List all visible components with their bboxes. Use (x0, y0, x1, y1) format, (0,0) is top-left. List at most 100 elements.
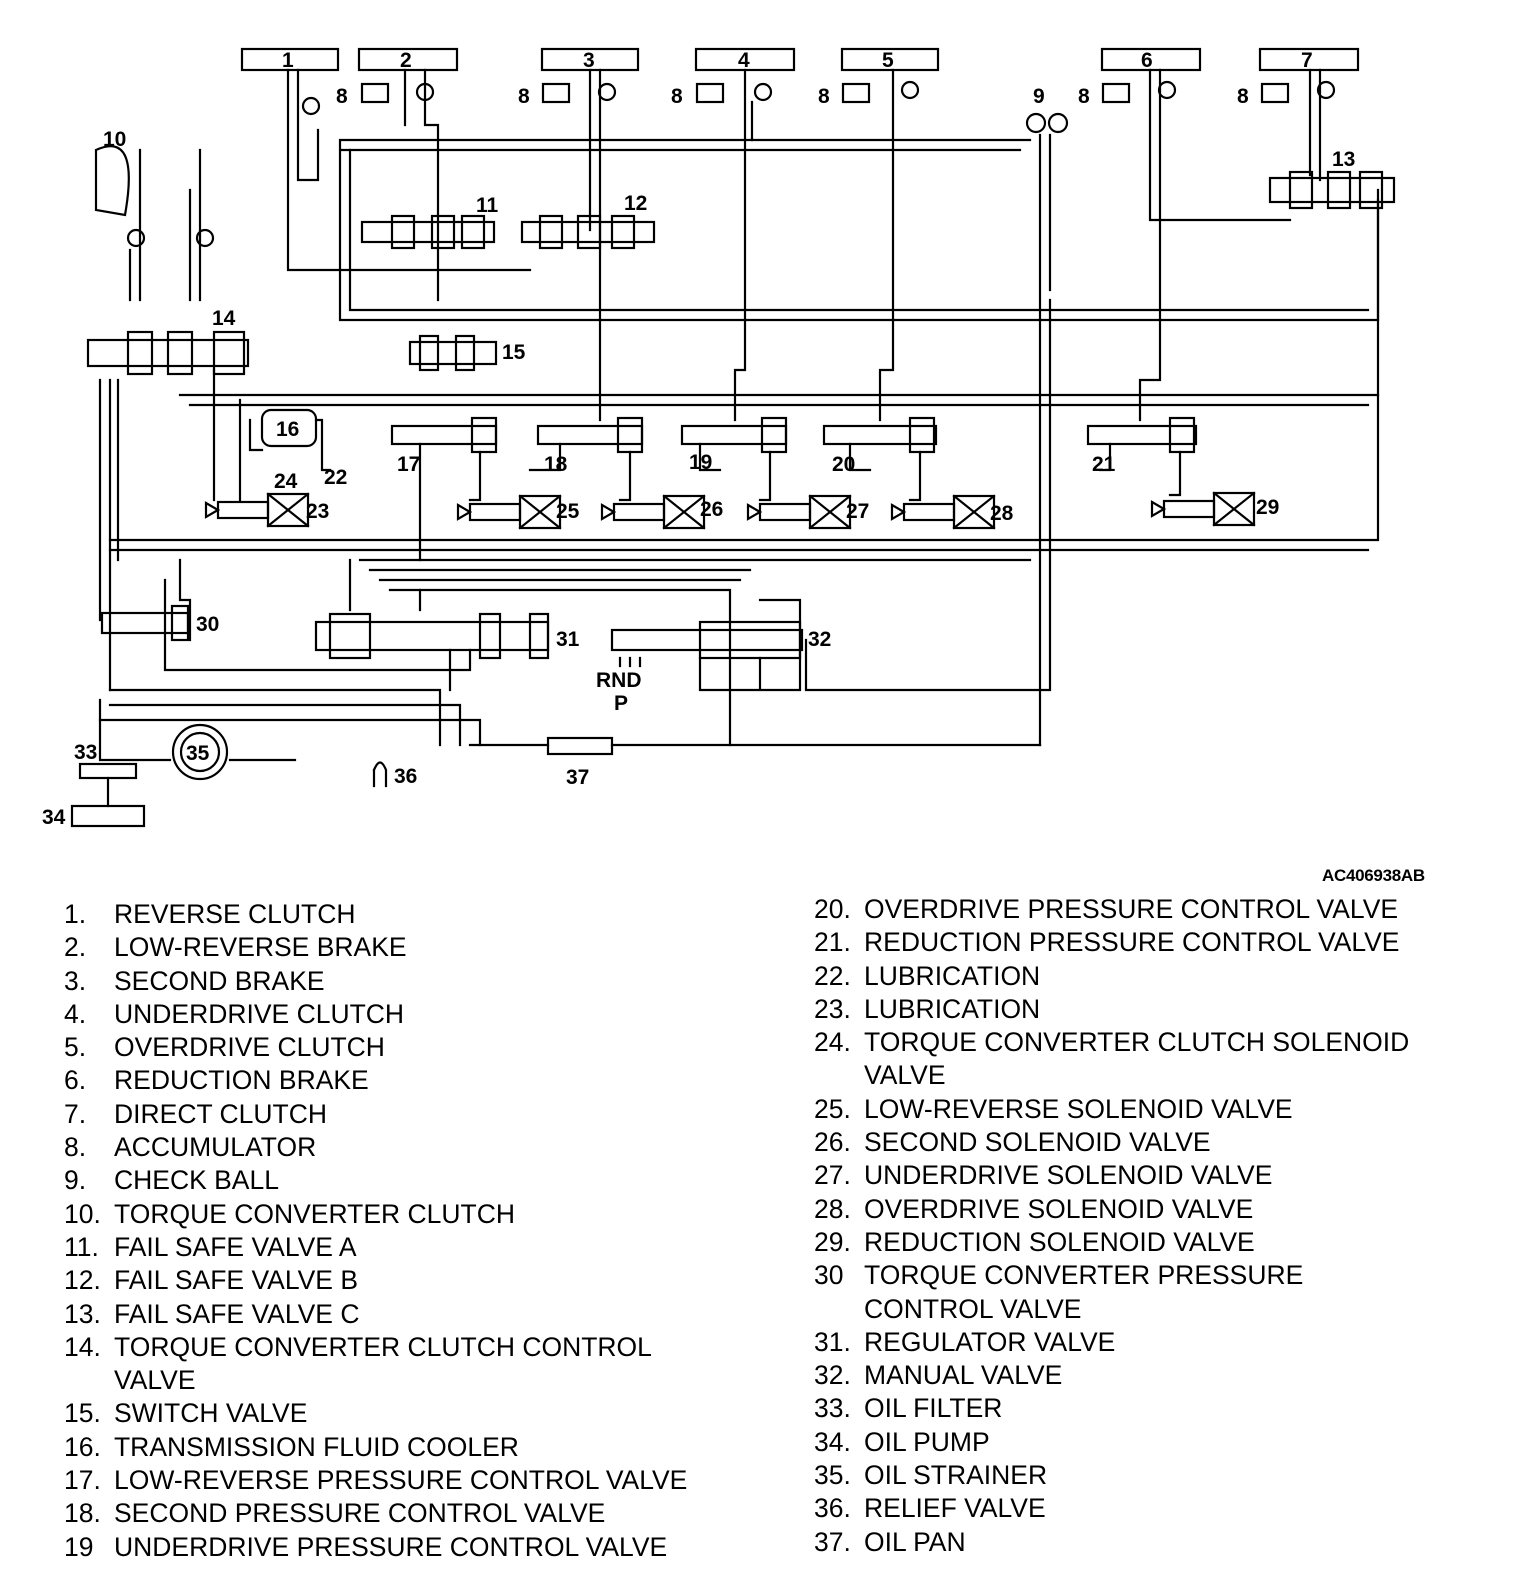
legend-item: 8.ACCUMULATOR (64, 1131, 744, 1164)
callout-19: 19 (689, 451, 712, 474)
legend-item-text: LUBRICATION (864, 960, 1041, 991)
legend-item-number: 18. (64, 1498, 101, 1529)
callout-29: 29 (1256, 496, 1279, 519)
callout-8f: 8 (1237, 85, 1249, 108)
callout-17: 17 (397, 453, 420, 476)
legend-item-text: OIL STRAINER (864, 1460, 1048, 1491)
callout-18: 18 (544, 453, 568, 476)
callout-12: 12 (624, 192, 647, 215)
legend-item-text: OVERDRIVE PRESSURE CONTROL VALVE (864, 894, 1399, 924)
callout-2: 2 (400, 49, 412, 72)
callout-8e: 8 (1078, 85, 1090, 108)
legend-item: 35.OIL STRAINER (814, 1459, 1504, 1492)
legend-item-number: 15. (64, 1398, 101, 1429)
oil-pump (70, 804, 146, 828)
legend-item: 16.TRANSMISSION FLUID COOLER (64, 1431, 744, 1464)
fail-safe-valve-a (360, 220, 496, 244)
relief-valve (372, 761, 388, 788)
legend-item-number: 31. (814, 1326, 851, 1357)
range-p-label: P (614, 692, 628, 715)
callout-8c: 8 (671, 85, 683, 108)
second-pressure-control-valve (536, 424, 644, 446)
underdrive-solenoid-valve (746, 494, 852, 530)
accumulator-2 (360, 82, 390, 104)
legend-item-text: REDUCTION BRAKE (114, 1065, 369, 1096)
legend-item-text: RELIEF VALVE (864, 1493, 1046, 1524)
legend-item-number: 33. (814, 1393, 851, 1424)
legend-item-text: OIL PAN (864, 1526, 966, 1557)
tc-pressure-control-valve (100, 611, 190, 635)
oil-pan (546, 736, 614, 756)
hydraulic-circuit-diagram: 1 2 3 4 5 6 7 8 8 8 8 8 8 9 10 11 12 13 … (42, 47, 1396, 829)
legend-item: 36.RELIEF VALVE (814, 1492, 1504, 1525)
callout-33: 33 (74, 741, 97, 764)
figure-code: AC406938AB (1322, 866, 1425, 885)
legend-item-number: 37. (814, 1526, 851, 1557)
legend-item-text: OIL FILTER (864, 1393, 1003, 1424)
legend-item: 15. SWITCH VALVE (64, 1397, 744, 1430)
callout-20: 20 (832, 453, 855, 476)
legend-item-text: UNDERDRIVE PRESSURE CONTROL VALVE (114, 1531, 668, 1562)
legend-item-number: 20. (814, 894, 851, 924)
callout-25: 25 (556, 500, 580, 523)
legend-item-text: SECOND BRAKE (114, 965, 325, 996)
legend-item-text: REDUCTION PRESSURE CONTROL VALVE (864, 927, 1400, 958)
legend-item: 18. SECOND PRESSURE CONTROL VALVE (64, 1497, 744, 1530)
low-reverse-solenoid-valve (456, 494, 562, 530)
callout-27: 27 (846, 500, 869, 523)
callout-9: 9 (1033, 85, 1045, 108)
legend-item-text: TORQUE CONVERTER CLUTCH (114, 1198, 515, 1229)
legend-item: 7. DIRECT CLUTCH (64, 1098, 744, 1131)
callout-21: 21 (1092, 453, 1116, 476)
tcc-solenoid-valve (204, 492, 310, 528)
legend-item: 5.OVERDRIVE CLUTCH (64, 1031, 744, 1064)
legend-item-number: 4. (64, 998, 87, 1029)
legend-item-number: 23. (814, 993, 851, 1024)
legend-item-number: 22. (814, 960, 851, 991)
callout-8b: 8 (518, 85, 530, 108)
legend-item: 34.OIL PUMP (814, 1426, 1504, 1459)
reverse-clutch-box (240, 47, 340, 72)
legend-item-text: SWITCH VALVE (114, 1398, 308, 1429)
legend-item-text: REDUCTION SOLENOID VALVE (864, 1226, 1255, 1257)
legend-item: 24.TORQUE CONVERTER CLUTCH SOLENOID VALV… (814, 1026, 1504, 1093)
overdrive-solenoid-valve (890, 494, 996, 530)
legend-item-text: OVERDRIVE CLUTCH (114, 1032, 385, 1063)
callout-36: 36 (394, 765, 417, 788)
torque-converter-clutch (94, 145, 130, 217)
legend-item-number: 7. (64, 1098, 87, 1129)
legend-item-number: 19 (64, 1531, 94, 1562)
fail-safe-valve-b (520, 220, 656, 244)
legend-item-number: 26. (814, 1127, 851, 1158)
transmission-fluid-cooler (260, 408, 318, 448)
callout-32: 32 (808, 628, 831, 651)
legend-item-text: SECOND PRESSURE CONTROL VALVE (114, 1498, 606, 1529)
callout-6: 6 (1141, 49, 1153, 72)
legend-item: 10.TORQUE CONVERTER CLUTCH (64, 1198, 744, 1231)
legend-item-text: REGULATOR VALVE (864, 1326, 1116, 1357)
legend-item: 26.SECOND SOLENOID VALVE (814, 1126, 1504, 1159)
legend-item-number: 34. (814, 1426, 851, 1457)
legend-item: 9.CHECK BALL (64, 1164, 744, 1197)
callout-5: 5 (882, 49, 894, 72)
legend-item: 33. OIL FILTER (814, 1392, 1504, 1425)
callout-35: 35 (186, 742, 210, 765)
legend-item-text: DIRECT CLUTCH (114, 1098, 327, 1129)
regulator-valve (314, 620, 550, 652)
legend-item-number: 24. (814, 1027, 851, 1058)
callout-37: 37 (566, 766, 589, 789)
legend-item-text: LOW-REVERSE SOLENOID VALVE (864, 1093, 1293, 1124)
accumulator-6 (1101, 82, 1131, 104)
legend-item: 32.MANUAL VALVE (814, 1359, 1504, 1392)
legend-item: 30 TORQUE CONVERTER PRESSURE CONTROL VALV… (814, 1259, 1504, 1326)
legend-item-number: 2. (64, 932, 87, 963)
legend-item-text: FAIL SAFE VALVE C (114, 1298, 360, 1329)
legend-item-text: TORQUE CONVERTER CLUTCH CONTROL VALVE (114, 1331, 652, 1396)
callout-26: 26 (700, 498, 723, 521)
legend-item-number: 16. (64, 1431, 101, 1462)
switch-valve (408, 340, 498, 366)
legend-item-text: TORQUE CONVERTER PRESSURE CONTROL VALVE (864, 1260, 1304, 1324)
legend-item-number: 30 (814, 1260, 844, 1291)
